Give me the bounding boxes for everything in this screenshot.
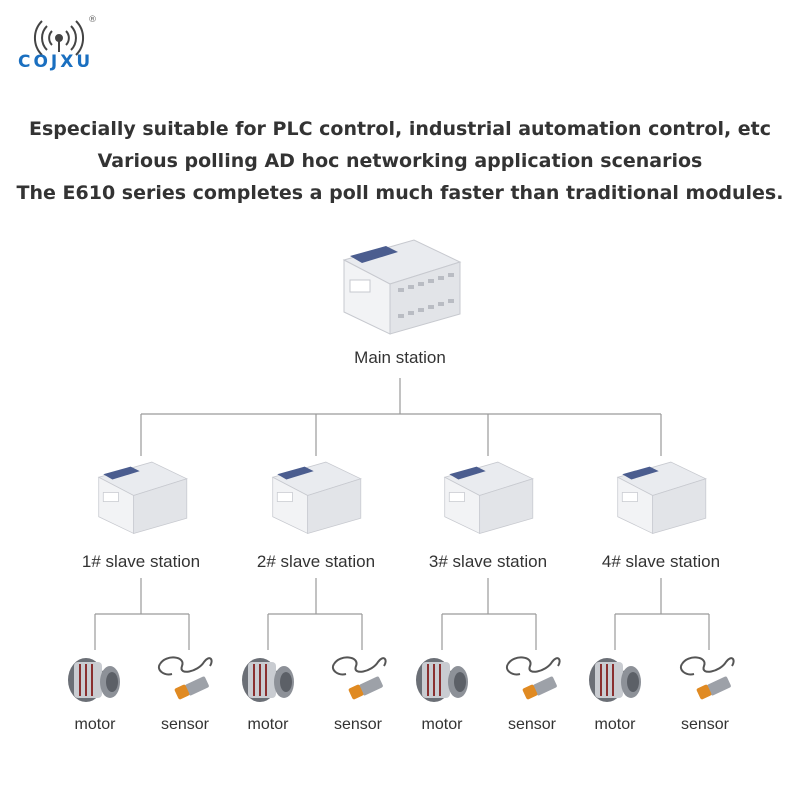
slave-2-plc-icon	[271, 461, 362, 535]
device-label-motor: motor	[594, 716, 636, 733]
motor-icon	[416, 658, 468, 702]
sensor-icon	[158, 656, 213, 700]
main-station-plc-icon	[342, 239, 462, 335]
slave-1-label: 1# slave station	[81, 552, 201, 571]
sensor-icon	[680, 656, 735, 700]
device-label-sensor: sensor	[507, 716, 557, 733]
headline-line-3: The E610 series completes a poll much fa…	[16, 182, 784, 204]
motor-icon	[68, 658, 120, 702]
sensor-icon	[332, 656, 387, 700]
slave-1-plc-icon	[97, 461, 188, 535]
sensor-icon	[506, 656, 561, 700]
brand-name: COJXU	[18, 52, 94, 72]
motor-icon	[589, 658, 641, 702]
slave-4-plc-icon	[616, 461, 707, 535]
headline-line-2: Various polling AD hoc networking applic…	[97, 150, 703, 172]
device-label-sensor: sensor	[333, 716, 383, 733]
slave-3-label: 3# slave station	[428, 552, 548, 571]
device-label-sensor: sensor	[160, 716, 210, 733]
headline-line-1: Especially suitable for PLC control, ind…	[28, 118, 772, 140]
slave-4-label: 4# slave station	[601, 552, 721, 571]
device-label-motor: motor	[421, 716, 463, 733]
device-label-motor: motor	[74, 716, 116, 733]
main-station-label: Main station	[354, 348, 446, 367]
cojxu-logo: ®	[33, 15, 97, 56]
wireless-signal-icon	[33, 20, 85, 56]
slave-2-label: 2# slave station	[256, 552, 376, 571]
device-label-motor: motor	[247, 716, 289, 733]
slave-3-plc-icon	[443, 461, 534, 535]
registered-mark: ®	[88, 15, 97, 25]
device-label-sensor: sensor	[680, 716, 730, 733]
motor-icon	[242, 658, 294, 702]
